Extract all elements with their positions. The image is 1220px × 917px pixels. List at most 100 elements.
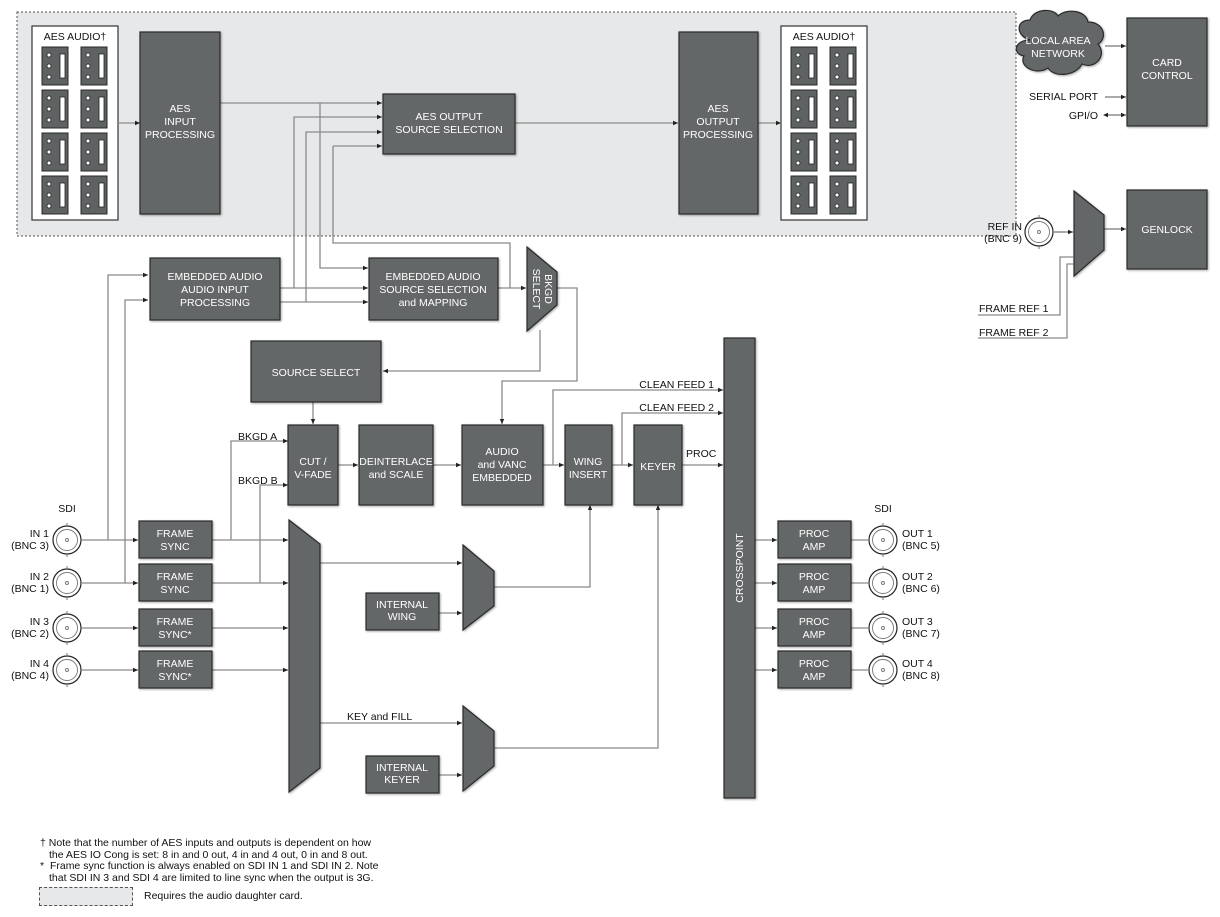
sdi-input-label: IN 1(BNC 3) [11, 528, 49, 552]
key-and-fill-label: KEY and FILL [347, 711, 412, 723]
svg-text:KEYER: KEYER [640, 461, 676, 473]
sdi-input-bnc-icon [52, 523, 82, 557]
aes-xlr-connector-icon [790, 46, 818, 86]
input-mux [288, 518, 321, 794]
aes-xlr-connector-icon [41, 89, 69, 129]
frame-ref-2-label: FRAME REF 2 [979, 327, 1049, 339]
bkgd-select-mux: BKGDSELECT [526, 245, 558, 333]
gpio-label: GPI/O [1069, 110, 1098, 122]
sdi-output-label: OUT 1(BNC 5) [902, 528, 940, 552]
frame-ref-1-label: FRAME REF 1 [979, 303, 1049, 315]
aes-xlr-connector-icon [790, 132, 818, 172]
genlock-block: GENLOCK [1126, 189, 1208, 270]
sdi-input-label: IN 3(BNC 2) [11, 616, 49, 640]
svg-text:BKGDSELECT: BKGDSELECT [530, 269, 554, 310]
sdi-output-label: OUT 3(BNC 7) [902, 616, 940, 640]
sdi-input-bnc-icon [52, 611, 82, 645]
svg-text:GENLOCK: GENLOCK [1141, 224, 1192, 236]
sdi-input-bnc-icon [52, 653, 82, 687]
sdi-output-bnc-icon [868, 611, 898, 645]
aes-xlr-connector-icon [41, 175, 69, 215]
aes-output-title: AES AUDIO† [793, 31, 856, 43]
ref-in-bnc-icon [1024, 215, 1054, 249]
aes-xlr-connector-icon [41, 46, 69, 86]
cut-vfade-block: CUT /V-FADE [287, 424, 339, 506]
bkgd-a-label: BKGD A [238, 431, 277, 443]
footnote-star-line1: Frame sync function is always enabled on… [49, 860, 379, 872]
aes-xlr-connector-icon [790, 175, 818, 215]
aes-xlr-connector-icon [829, 132, 857, 172]
footnote-dagger: † Note that the number of AES inputs and… [40, 837, 379, 884]
aes-xlr-connector-icon [80, 89, 108, 129]
aes-xlr-connector-icon [41, 132, 69, 172]
legend-text: Requires the audio daughter card. [144, 890, 303, 902]
bkgd-b-label: BKGD B [238, 475, 278, 487]
sdi-output-label: OUT 4(BNC 8) [902, 658, 940, 682]
sdi-in-header: SDI [58, 503, 76, 515]
dagger-mark: † [40, 837, 46, 849]
wing-mux [462, 543, 495, 632]
star-mark: * [40, 860, 45, 872]
svg-text:SOURCE SELECT: SOURCE SELECT [272, 367, 361, 379]
sdi-out-header: SDI [874, 503, 892, 515]
sdi-input-bnc-icon [52, 566, 82, 600]
svg-text:CUT /V-FADE: CUT /V-FADE [294, 456, 331, 481]
aes-xlr-connector-icon [80, 132, 108, 172]
sdi-input-label: IN 4(BNC 4) [11, 658, 49, 682]
aes-xlr-connector-icon [829, 89, 857, 129]
legend-swatch [39, 887, 133, 906]
aes-xlr-connector-icon [829, 46, 857, 86]
keyer-mux [462, 704, 495, 793]
aes-xlr-connector-icon [829, 175, 857, 215]
clean-feed-2-label: CLEAN FEED 2 [639, 402, 714, 414]
clean-feed-1-label: CLEAN FEED 1 [639, 379, 714, 391]
sdi-output-bnc-icon [868, 523, 898, 557]
aes-xlr-connector-icon [80, 175, 108, 215]
signal-wires [82, 43, 1126, 778]
footnote-dagger-line2: the AES IO Cong is set: 8 in and 0 out, … [49, 848, 368, 861]
footnote-star-line2: that SDI IN 3 and SDI 4 are limited to l… [49, 871, 374, 884]
aes-xlr-connector-icon [790, 89, 818, 129]
sdi-output-bnc-icon [868, 653, 898, 687]
footnote-dagger-line1: Note that the number of AES inputs and o… [48, 837, 371, 849]
aes-xlr-connector-icon [80, 46, 108, 86]
serial-port-label: SERIAL PORT [1029, 91, 1098, 103]
